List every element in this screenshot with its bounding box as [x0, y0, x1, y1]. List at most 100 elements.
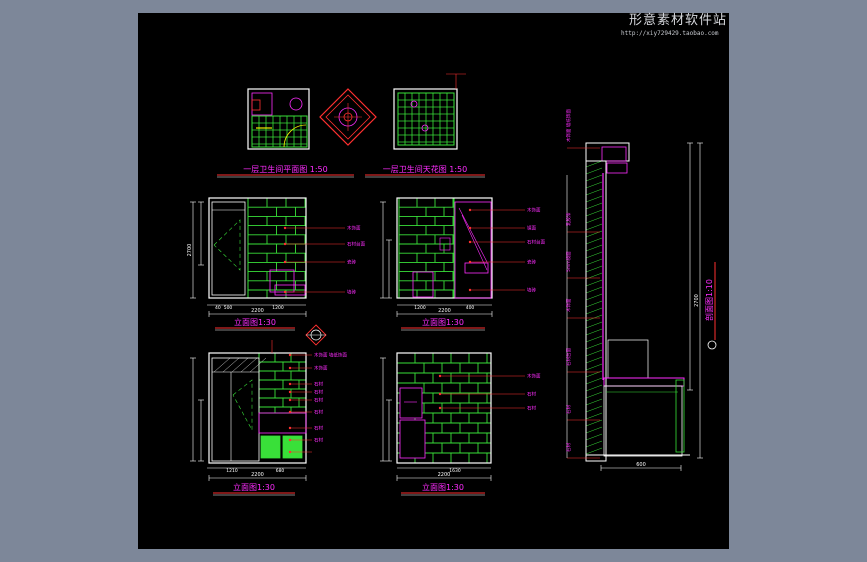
elev3-glass-hatch [249, 357, 267, 373]
elev4-annotation: 石材 [527, 391, 536, 398]
section-vanity-side [675, 379, 685, 453]
section-marker [707, 340, 717, 350]
elev3-glass-hatch [231, 357, 249, 373]
elev1-outline [208, 197, 307, 299]
elev3-wall-tiles [258, 352, 307, 414]
elev1-title: 立面图1:30 [234, 317, 276, 327]
elev3-annotation: 石材 [314, 409, 323, 416]
leader-dot [288, 438, 292, 442]
dimension-label: 400 [466, 305, 475, 311]
dimension-label: 1630 [449, 468, 461, 474]
elev1-annotation: 石材台面 [347, 241, 365, 248]
elev3-annotation: 石材 [314, 425, 323, 432]
leader-dot [288, 382, 292, 386]
elevation-callout-marker [305, 324, 327, 346]
elev2-title: 立面图1:30 [422, 317, 464, 327]
section-wall-hatch [585, 160, 603, 455]
elev2-annotation: 木饰面 [527, 207, 541, 214]
elev3-annotation: 石材 [314, 437, 323, 444]
leader-dot [288, 426, 292, 430]
elev3-annotation: 石材 [314, 381, 323, 388]
elev1-annotation: 瓷砖 [347, 259, 356, 266]
elev3-shower-glass [211, 357, 260, 462]
dimension-label: 600 [636, 462, 646, 468]
elev1-counter [274, 284, 306, 296]
elev2-mirror-diagonal [458, 207, 488, 263]
elev4-cabinet [399, 419, 426, 459]
section-annotation: 石材台面 [565, 348, 572, 366]
elev1-wall-tiles [247, 197, 307, 299]
dimension-label: 2200 [438, 308, 451, 314]
ceiling-light [421, 124, 429, 132]
leader-dot [283, 242, 287, 246]
leader-dot [438, 392, 442, 396]
dimension-label: 2200 [251, 308, 264, 314]
dimension-label: 680 [276, 468, 285, 474]
leader-dot [288, 366, 292, 370]
leader-dot [438, 406, 442, 410]
section-ceiling-box [585, 142, 630, 162]
plan-fixture [251, 92, 273, 116]
elev2-outline [396, 197, 493, 299]
elev2-mirror-cabinet [454, 201, 492, 299]
leader-dot [288, 450, 292, 454]
elev1-annotation: 墙砖 [347, 289, 356, 296]
section-cornice [601, 146, 627, 162]
plan-wall-outline [247, 88, 310, 150]
elev1-door [211, 201, 246, 296]
section-title: 剖面图1:10 [704, 279, 714, 321]
plan-door [251, 99, 261, 111]
elev1-door-swing [213, 219, 241, 271]
plan-toilet [289, 97, 303, 111]
leader-dot [288, 353, 292, 357]
elev4-toilet [399, 387, 423, 419]
plan-floor-tiles [251, 115, 308, 148]
drawing-lines [190, 73, 717, 496]
plan-door-swing [283, 124, 307, 148]
dimension-label: 2200 [251, 472, 264, 478]
leader-dot [468, 208, 472, 212]
elev2-annotation: 镜面 [527, 225, 536, 232]
watermark-url: http://xiy729429.taobao.com [621, 30, 719, 37]
elev3-counter [258, 412, 307, 434]
elev1-toilet [269, 269, 295, 293]
dimension-label: 1200 [414, 305, 426, 311]
leader-dot [438, 374, 442, 378]
leader-dot [288, 398, 292, 402]
dimension-label: 2700 [187, 244, 193, 257]
elev3-title: 立面图1:30 [233, 482, 275, 492]
section-annotation: 5mm镜面 [565, 251, 572, 272]
ceiling-title: 一层卫生间天花图 1:50 [383, 164, 468, 174]
elev3-cabinet-door [282, 435, 303, 459]
elev2-toilet [412, 271, 434, 298]
section-annotation: 乳胶漆 [565, 212, 572, 226]
ceiling-outline [393, 88, 458, 150]
ceiling-light [410, 100, 418, 108]
dimension-label: 2200 [438, 472, 451, 478]
section-wall [585, 160, 607, 462]
elev4-title: 立面图1:30 [422, 482, 464, 492]
watermark-brand: 形意素材软件站 [628, 13, 727, 28]
elev3-door-swing [232, 379, 253, 431]
plan-title: 一层卫生间平面图 1:50 [243, 164, 328, 174]
leader-dot [468, 260, 472, 264]
leader-dot [288, 390, 292, 394]
section-annotation: 石材 [565, 405, 572, 414]
elev4-annotation: 石材 [527, 405, 536, 412]
elev2-annotation: 瓷砖 [527, 259, 536, 266]
dimension-label: 500 [224, 305, 233, 311]
elev2-annotation: 石材台面 [527, 239, 545, 246]
elev2-basin [464, 262, 489, 274]
elev2-wall-tiles [398, 197, 455, 299]
elev3-annotation: 木饰面 [314, 365, 328, 372]
elev1-annotation: 木饰面 [347, 225, 361, 232]
section-vanity [603, 385, 683, 457]
elev3-glass-hatch [213, 357, 231, 373]
section-cornice [606, 162, 628, 174]
ceiling-grid [397, 92, 455, 146]
elev4-annotation: 木饰面 [527, 373, 541, 380]
elev3-cabinet-door [260, 435, 281, 459]
section-countertop [603, 377, 685, 387]
dimension-label: 40 [215, 305, 221, 311]
